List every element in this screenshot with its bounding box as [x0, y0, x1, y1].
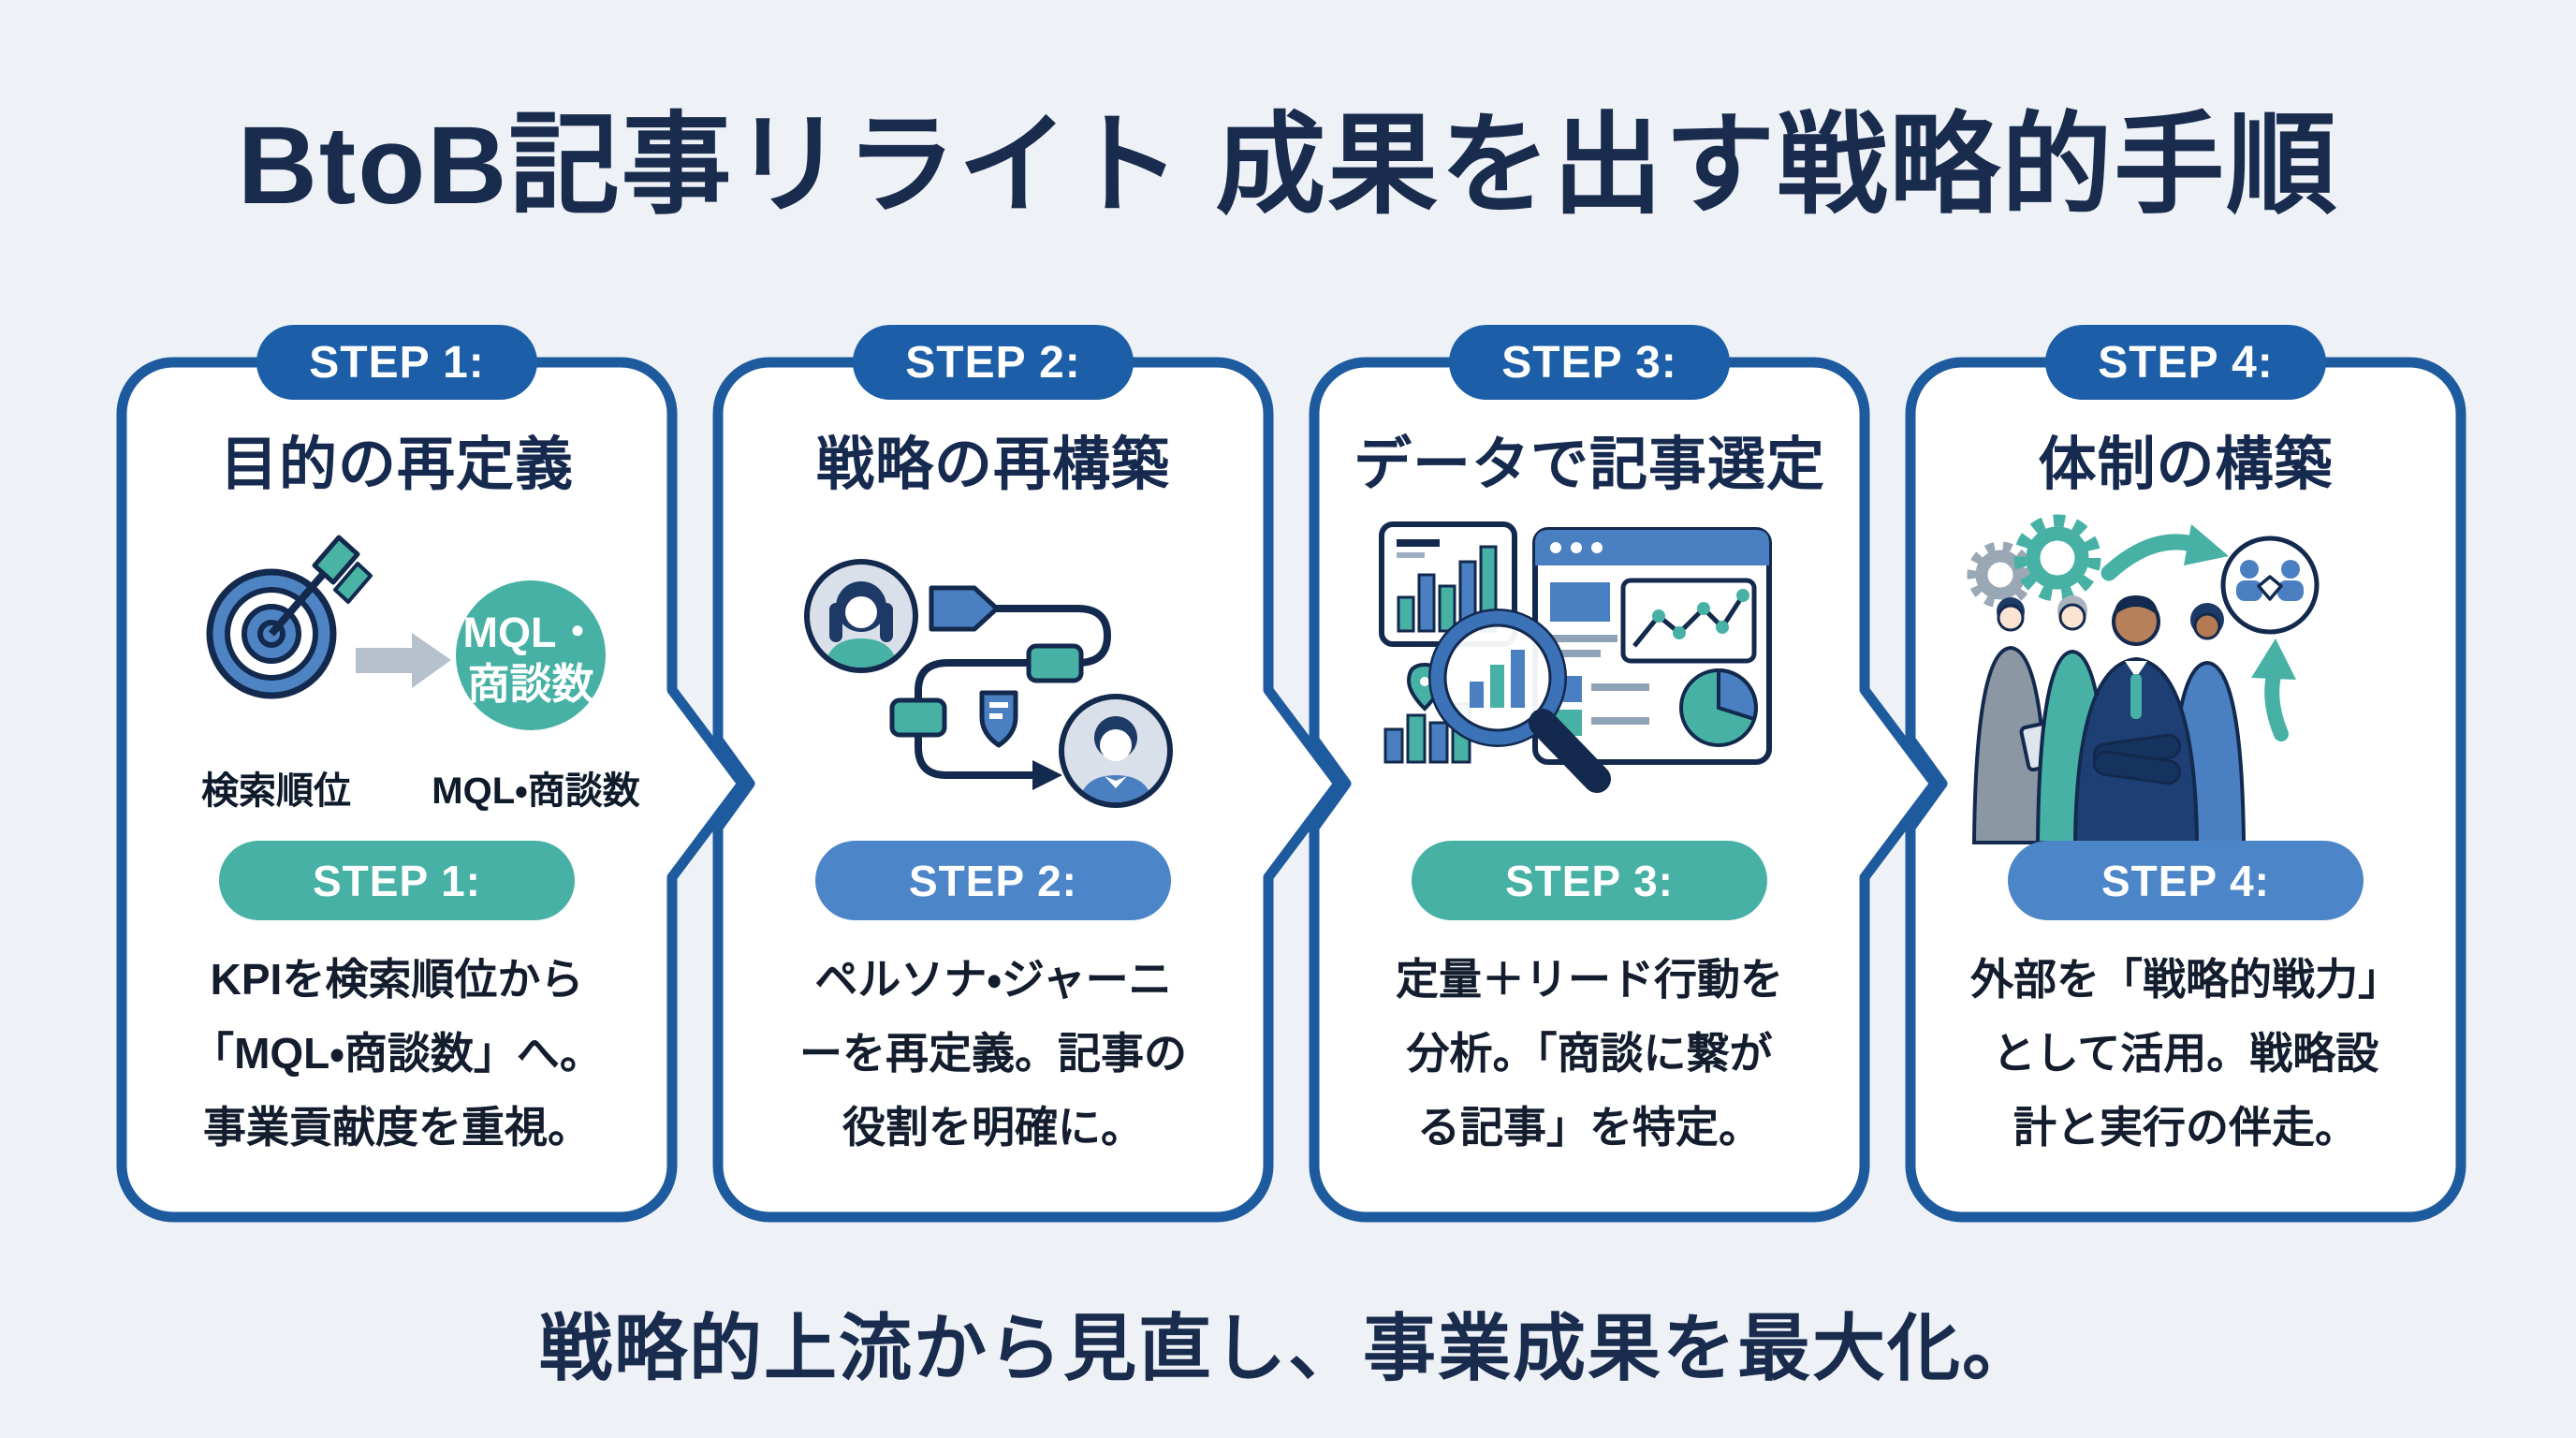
step-pill-label: STEP 4:	[2101, 856, 2270, 905]
woman-avatar-icon	[804, 559, 918, 673]
magnifier-icon	[1428, 609, 1611, 793]
step-card-1: STEP 1: 目的の再定義 MQL・ 商談数 検索順位 M	[116, 325, 748, 1223]
step-card-2: STEP 2: 戦略の再構築	[712, 325, 1344, 1223]
handshake-icon	[2220, 536, 2320, 635]
step-badge: STEP 2:	[853, 325, 1134, 400]
map-pin-icon	[979, 690, 1018, 748]
step-heading: 体制の構築	[2038, 433, 2334, 497]
mql-circle-line2: 商談数	[467, 660, 593, 708]
search-rank-label: 検索順位	[201, 770, 351, 812]
step-body-line: 計と実行の伴走。	[2013, 1103, 2358, 1152]
step-body-line: 役割を明確に。	[842, 1103, 1144, 1152]
step-body-line: ーを再定義。記事の	[799, 1029, 1187, 1078]
step-heading: 戦略の再構築	[815, 433, 1170, 497]
person-lead	[2072, 595, 2200, 844]
step-badge: STEP 4:	[2045, 325, 2326, 400]
data-analysis-illustration	[1379, 521, 1772, 793]
step-pill: STEP 2:	[815, 841, 1171, 920]
team-building-illustration	[1967, 514, 2320, 844]
step-body-line: 分析。「商談に繋が	[1406, 1029, 1773, 1078]
step-body-line: 「MQL・商談数」へ。	[191, 1029, 603, 1078]
up-arrow-icon	[2251, 638, 2296, 741]
step-card-3: STEP 3: データで記事選定	[1309, 325, 1940, 1223]
step-pill-label: STEP 2:	[909, 856, 1077, 905]
step-body-line: 定量＋リード行動を	[1396, 955, 1783, 1004]
step-body-line: KPIを検索順位から	[210, 955, 584, 1004]
step-pill-label: STEP 3:	[1505, 856, 1674, 905]
step-body: ペルソナ・ジャーニ ーを再定義。記事の 役割を明確に。	[725, 943, 1261, 1165]
page-title: BtoB記事リライト 成果を出す戦略的手順	[237, 104, 2339, 227]
step-pill: STEP 4:	[2008, 841, 2364, 920]
man-avatar-icon	[1059, 694, 1173, 808]
journey-path-icon	[915, 605, 1112, 790]
step-body-line: る記事」を特定。	[1417, 1103, 1762, 1152]
step-badge-label: STEP 1:	[309, 337, 485, 388]
mql-circle: MQL・ 商談数	[456, 580, 606, 730]
step-body-line: 事業貢献度を重視。	[203, 1103, 591, 1152]
dashboard-icon	[1532, 527, 1772, 765]
mql-label: MQL・商談数	[432, 770, 640, 812]
mql-circle-line1: MQL・	[463, 609, 599, 656]
step-card-4: STEP 4: 体制の構築	[1905, 325, 2466, 1223]
step-pill: STEP 3:	[1412, 841, 1767, 920]
step-pill: STEP 1:	[219, 841, 575, 920]
step-badge-label: STEP 2:	[905, 337, 1081, 388]
step-body-line: 外部を「戦略的戦力」	[1970, 955, 2401, 1004]
step-badge-label: STEP 3:	[1501, 337, 1677, 388]
step-badge-label: STEP 4:	[2098, 337, 2274, 388]
step-badge: STEP 1:	[256, 325, 537, 400]
curved-arrow-icon	[2100, 524, 2229, 581]
persona-journey-illustration	[804, 559, 1173, 808]
step-body: 外部を「戦略的戦力」 として活用。戦略設 計と実行の伴走。	[1918, 943, 2453, 1165]
team-people-icon	[1971, 595, 2247, 844]
step-body: KPIを検索順位から 「MQL・商談数」へ。 事業貢献度を重視。	[129, 943, 665, 1165]
target-to-mql-illustration: MQL・ 商談数	[206, 535, 606, 730]
target-icon	[206, 535, 373, 699]
pie-chart-icon	[1679, 668, 1758, 747]
arrow-right-icon	[356, 633, 451, 688]
journey-node-icon	[1026, 643, 1084, 683]
step-pill-label: STEP 1:	[313, 856, 481, 905]
step-body: 定量＋リード行動を 分析。「商談に繋が る記事」を特定。	[1322, 943, 1857, 1165]
step-badge: STEP 3:	[1449, 325, 1730, 400]
journey-tag-icon	[929, 585, 1000, 632]
journey-node-icon	[889, 697, 947, 738]
gear-icon	[1967, 514, 2101, 609]
step-body-line: として活用。戦略設	[1992, 1029, 2379, 1078]
step-heading: 目的の再定義	[219, 433, 574, 497]
step-heading: データで記事選定	[1353, 433, 1825, 497]
line-chart-icon	[1620, 578, 1757, 664]
step-body-line: ペルソナ・ジャーニ	[814, 955, 1172, 1004]
footer-text: 戦略的上流から見直し、事業成果を最大化。	[538, 1307, 2037, 1389]
